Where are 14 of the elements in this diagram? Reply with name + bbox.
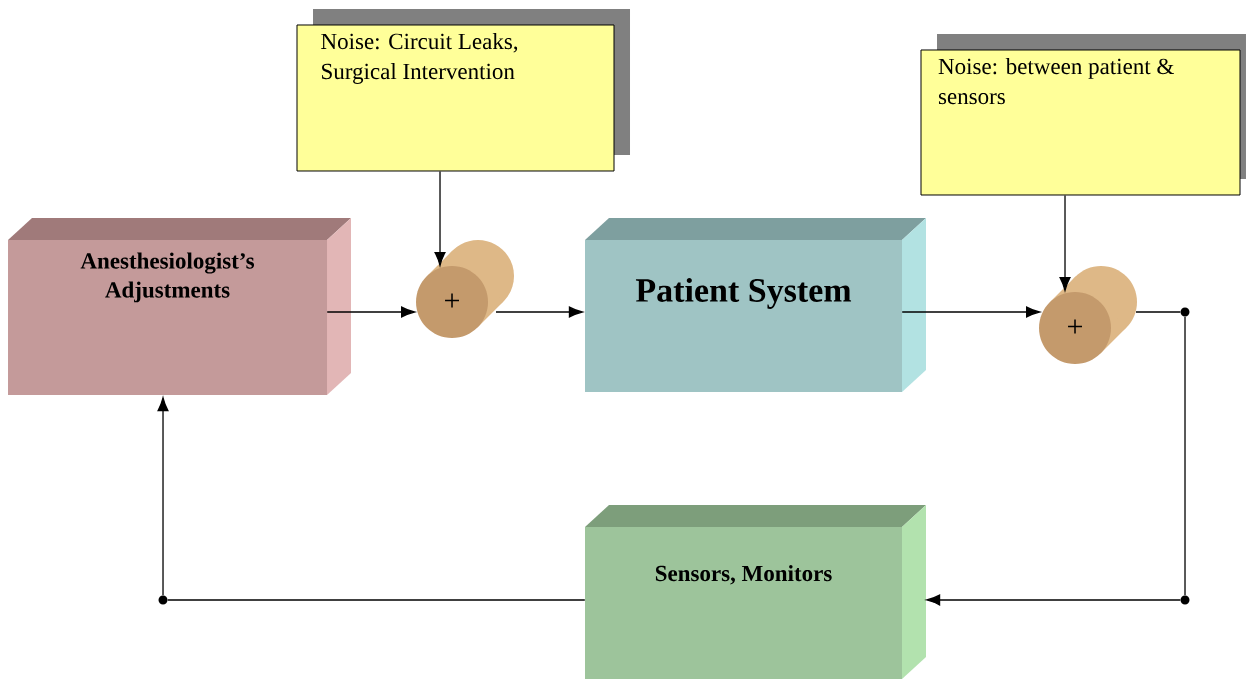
arrow — [901, 306, 1040, 318]
arrow — [1059, 194, 1071, 291]
summing-junction: + — [416, 240, 514, 338]
summing-junction: + — [1039, 266, 1137, 364]
arrow — [926, 594, 1181, 606]
arrow — [326, 306, 415, 318]
note-box: Noise: Circuit Leaks, Surgical Intervention — [296, 9, 630, 172]
arrow — [157, 397, 169, 596]
arrow — [434, 170, 446, 266]
block-box: Patient System — [585, 218, 926, 392]
note-box: Noise: between patient & sensors — [920, 34, 1246, 196]
block-box: Anesthesiologist’s Adjustments — [8, 218, 351, 395]
block-box: Sensors, Monitors — [585, 505, 926, 679]
arrow — [495, 306, 583, 318]
